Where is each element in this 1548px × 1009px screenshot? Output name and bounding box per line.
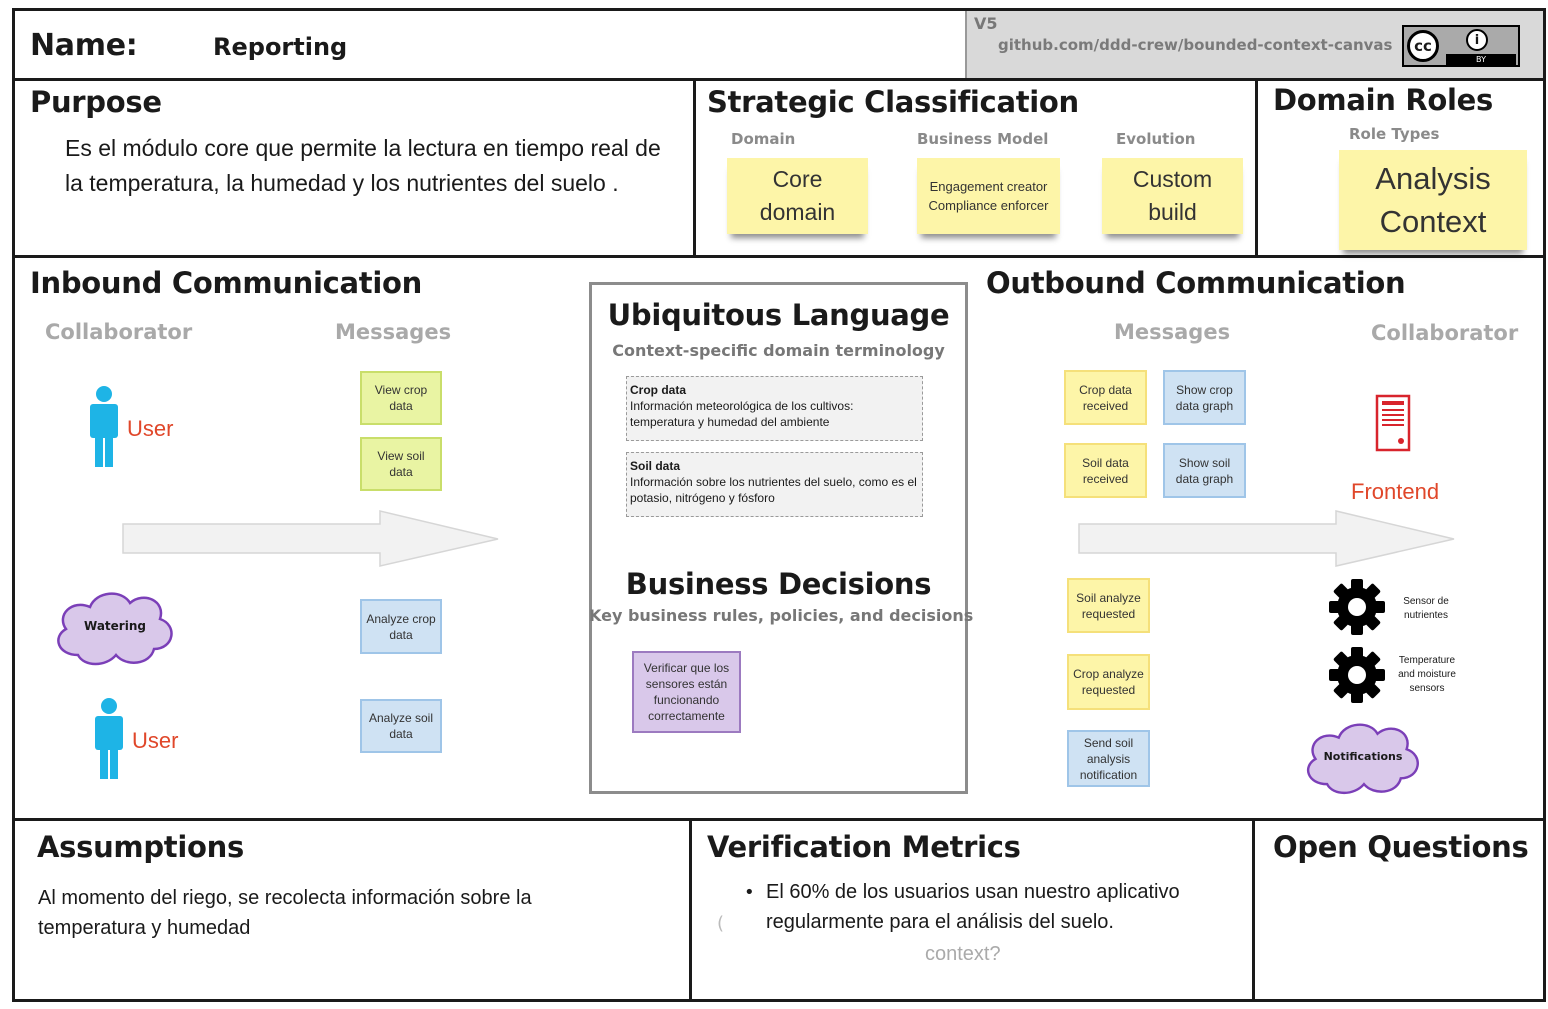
role-sticky[interactable]: Analysis Context [1339,150,1527,250]
server-icon [1375,394,1411,452]
inbound-message[interactable]: View soil data [360,437,442,491]
verification-metric: El 60% de los usuarios usan nuestro apli… [766,881,1180,933]
glossary-term[interactable]: Soil data Información sobre los nutrient… [626,452,923,517]
outbound-message[interactable]: Crop data received [1064,370,1147,425]
inbound-message[interactable]: View crop data [360,371,442,425]
inbound-messages-label: Messages [335,320,452,344]
user-collaborator-1: User [127,416,174,441]
divider-open [1252,820,1255,1000]
context-name: Reporting [213,33,348,61]
person-icon [90,386,118,467]
business-model-sticky[interactable]: Engagement creator Compliance enforcer [917,158,1060,234]
evolution-sticky[interactable]: Custom build [1102,158,1243,234]
purpose-text: Es el módulo core que permite la lectura… [65,135,661,196]
frontend-collaborator: Frontend [1351,479,1440,504]
attribution-icon: i [1466,29,1488,51]
term-definition: Información meteorológica de los cultivo… [630,399,854,429]
repo-link[interactable]: github.com/ddd-crew/bounded-context-canv… [998,36,1393,54]
outbound-message[interactable]: Soil analyze requested [1067,578,1150,633]
faded-paren: ( [717,913,725,934]
sensor-nutrients-label: Sensor de nutrientes [1403,596,1449,621]
gear-icon [1329,579,1385,635]
cloud-icon [1306,723,1419,795]
cc-icon: cc [1407,30,1439,62]
domain-sticky[interactable]: Core domain [727,158,868,234]
outbound-message[interactable]: Send soil analysis notification [1067,730,1150,787]
faded-placeholder: context? [925,943,1001,965]
person-icon [95,698,123,779]
notifications-collaborator: Notifications [1323,750,1403,763]
domain-label: Domain [731,130,796,148]
verification-title: Verification Metrics [707,830,1021,864]
sensor-temperature-label: Temperature and moisture sensors [1398,655,1456,694]
outbound-message[interactable]: Show crop data graph [1163,370,1246,425]
inbound-message[interactable]: Analyze crop data [360,599,442,654]
open-questions-title: Open Questions [1273,830,1529,864]
outbound-message[interactable]: Show soil data graph [1163,443,1246,498]
purpose-title: Purpose [30,85,162,119]
canvas-frame [12,8,1546,1002]
assumptions-text: Al momento del riego, se recolecta infor… [38,887,532,939]
inbound-title: Inbound Communication [30,266,422,300]
cc-license-badge[interactable]: cc i BY [1402,25,1520,67]
outbound-arrow [1078,510,1455,567]
divider-middle-row [12,818,1546,821]
glossary-term[interactable]: Crop data Información meteorológica de l… [626,376,923,441]
role-types-label: Role Types [1349,125,1440,143]
ubiquitous-title: Ubiquitous Language [607,298,950,332]
evolution-label: Evolution [1116,130,1196,148]
term-name: Crop data [630,383,687,397]
user-collaborator-2: User [132,728,179,753]
by-label: BY [1446,54,1516,65]
outbound-message[interactable]: Crop analyze requested [1067,654,1150,710]
inbound-collaborator-label: Collaborator [45,320,193,344]
inbound-message[interactable]: Analyze soil data [360,699,442,753]
strategic-title: Strategic Classification [707,85,1079,119]
outbound-message[interactable]: Soil data received [1064,443,1147,498]
cloud-icon [57,592,173,666]
divider-header [12,78,1546,81]
domain-roles-title: Domain Roles [1273,83,1493,117]
outbound-title: Outbound Communication [986,266,1406,300]
name-label: Name: [30,28,138,63]
outbound-collaborator-label: Collaborator [1371,321,1519,345]
inbound-arrow [122,510,499,567]
divider-roles [1255,80,1258,256]
business-decisions-subtitle: Key business rules, policies, and decisi… [589,606,974,625]
business-decision-note[interactable]: Verificar que los sensores están funcion… [632,651,741,733]
bullet-marker: • [744,882,755,903]
term-definition: Información sobre los nutrientes del sue… [630,475,917,505]
term-name: Soil data [630,459,681,473]
divider-purpose [693,80,696,256]
watering-collaborator: Watering [84,619,146,633]
business-model-label: Business Model [917,130,1049,148]
divider-top-row [12,255,1546,258]
business-decisions-title: Business Decisions [625,567,932,601]
divider-assumptions [689,820,692,1000]
version-label: V5 [974,14,998,33]
ubiquitous-subtitle: Context-specific domain terminology [612,341,945,360]
outbound-messages-label: Messages [1114,320,1231,344]
gear-icon [1329,647,1385,703]
assumptions-title: Assumptions [37,830,244,864]
